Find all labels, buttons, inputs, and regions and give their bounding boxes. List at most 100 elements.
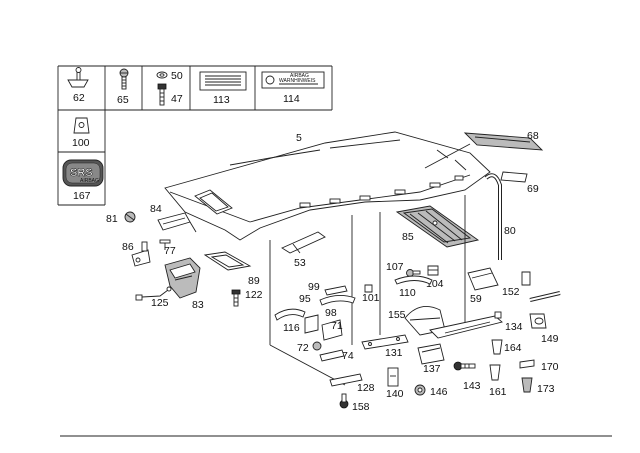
part-71-bracket — [321, 319, 343, 341]
part-110-handle — [394, 275, 433, 285]
part-77-lamp-lens — [203, 251, 252, 271]
callout-95: 95 — [299, 293, 311, 305]
part-86-lamp-housing — [164, 257, 201, 299]
callout-59: 59 — [470, 293, 482, 305]
part-134-long-bracket — [429, 311, 503, 339]
callout-143: 143 — [463, 380, 481, 392]
label-65: 65 — [117, 94, 129, 106]
part-47-bolt-icon — [157, 83, 167, 106]
callout-152: 152 — [502, 286, 520, 298]
label-167: 167 — [73, 190, 91, 202]
callout-77: 89 — [248, 275, 260, 287]
callout-134: 134 — [505, 321, 523, 333]
callout-155: 155 — [388, 309, 406, 321]
part-113-label-plate-icon — [199, 71, 247, 91]
callout-53: 85 — [402, 231, 414, 243]
label-47: 47 — [171, 93, 183, 105]
part-83-bolt-icon — [231, 289, 241, 307]
callout-81: 77 — [164, 245, 176, 257]
part-84-lamp-holder — [131, 241, 151, 267]
callout-85: 81 — [106, 213, 118, 225]
part-125-seal-tube — [484, 173, 502, 260]
part-137-u-bracket — [417, 343, 445, 365]
callout-69: 69 — [527, 183, 539, 195]
callout-89: 125 — [151, 297, 169, 309]
part-114-airbag-warning-label-icon: AIRBAG WARNHINWEIS — [261, 71, 325, 89]
part-62-clip-icon — [67, 67, 89, 88]
part-50-washer-icon — [156, 71, 168, 79]
callout-107: 107 — [386, 261, 404, 273]
callout-110: 110 — [399, 287, 416, 299]
part-100-clip-icon — [73, 117, 90, 134]
leader-lines — [269, 195, 466, 386]
part-69-label — [500, 171, 528, 183]
label-113: 113 — [213, 94, 230, 106]
airbag-label-line2: WARNHINWEIS — [279, 78, 316, 84]
part-116-plate — [304, 314, 319, 334]
callout-68: 68 — [527, 130, 539, 142]
part-107-screw-icon — [406, 269, 421, 277]
part-89-wiring — [135, 286, 172, 301]
callout-83: 122 — [245, 289, 263, 301]
callout-137: 137 — [423, 363, 441, 375]
part-167-srs-badge-icon: SRS AIRBAG — [62, 159, 104, 187]
callout-5: 5 — [296, 132, 302, 144]
callout-98: 98 — [325, 307, 337, 319]
part-59-panel — [467, 267, 499, 291]
callout-122: 53 — [294, 257, 306, 269]
callout-86: 83 — [192, 299, 204, 311]
callout-128: 128 — [357, 382, 375, 394]
callout-72: 72 — [297, 342, 309, 354]
srs-badge-line1: SRS — [70, 167, 93, 179]
part-68-rear-trim-strip — [424, 132, 544, 169]
callout-80: 84 — [150, 203, 162, 215]
part-128-bracket — [329, 373, 363, 387]
part-98-handle — [319, 295, 356, 306]
part-164-clip-icon — [491, 339, 503, 355]
callout-146: 146 — [430, 386, 448, 398]
part-74-hook — [319, 349, 345, 362]
part-146-grommet-icon — [414, 384, 426, 396]
part-81-screw-icon — [159, 239, 171, 250]
part-99-grab-handle — [324, 285, 348, 296]
callout-161: 161 — [489, 386, 507, 398]
part-101-clip-icon — [364, 284, 373, 293]
part-65-screw-icon — [119, 68, 129, 90]
callout-99: 99 — [308, 281, 320, 293]
part-152-rod — [521, 271, 561, 302]
label-114: 114 — [283, 93, 300, 105]
label-62: 62 — [73, 92, 85, 104]
label-100: 100 — [72, 137, 90, 149]
part-161-clip-icon — [489, 364, 501, 381]
callout-74: 74 — [342, 350, 354, 362]
callout-173: 173 — [537, 383, 555, 395]
part-5-headliner — [164, 131, 491, 241]
part-72-clip-icon — [312, 341, 322, 351]
callout-131: 131 — [385, 347, 403, 359]
airbag-label-line1: AIRBAG — [290, 73, 309, 79]
callout-116: 116 — [283, 322, 300, 334]
part-104-clip-icon — [427, 265, 439, 276]
part-95-handle — [274, 308, 306, 321]
callout-170: 170 — [541, 361, 559, 373]
part-173-clip-icon — [521, 377, 533, 393]
callout-149: 149 — [541, 333, 559, 345]
part-149-clip-icon — [529, 313, 547, 329]
callout-158: 158 — [352, 401, 370, 413]
part-143-bolt-icon — [453, 361, 476, 371]
callout-164: 164 — [504, 342, 522, 354]
part-140-plate — [387, 367, 399, 387]
callout-101: 101 — [362, 292, 380, 304]
inset-grid — [57, 65, 333, 206]
part-158-bolt-icon — [339, 393, 349, 409]
callout-84: 86 — [122, 241, 134, 253]
part-53-grille-panel — [395, 205, 480, 248]
callout-71: 71 — [331, 320, 343, 332]
part-131-bracket — [361, 334, 409, 350]
part-85-clip-icon — [124, 211, 136, 223]
part-80-sun-visor — [157, 212, 197, 233]
part-122-bracket — [281, 231, 326, 254]
part-170-clip-icon — [519, 359, 535, 369]
label-50: 50 — [171, 70, 183, 82]
